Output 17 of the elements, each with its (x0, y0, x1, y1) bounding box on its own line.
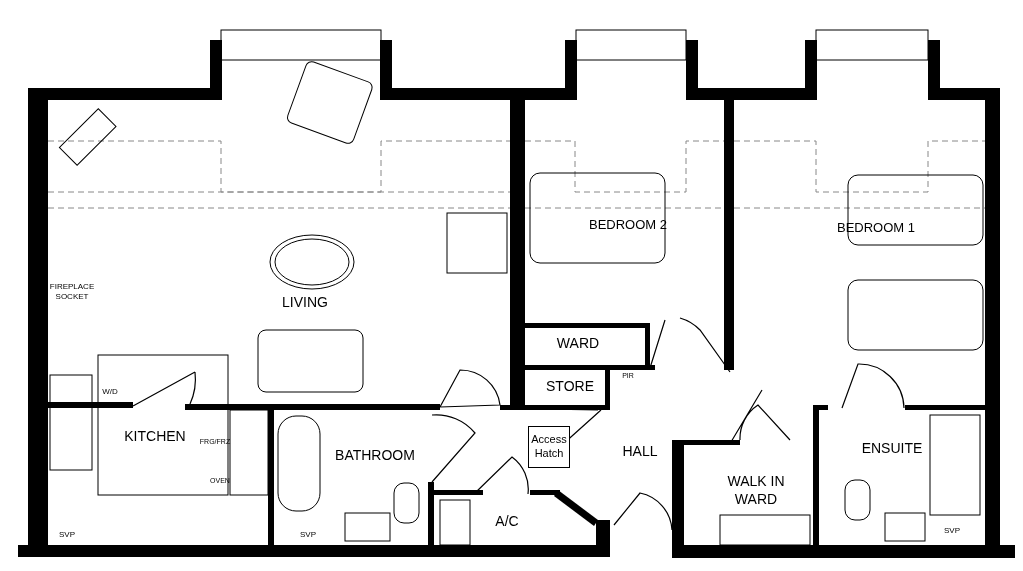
room-label: ENSUITE (860, 440, 924, 458)
room-label: BEDROOM 2 (588, 216, 668, 234)
room-label: BATHROOM (334, 447, 416, 465)
room-label: BEDROOM 1 (836, 219, 916, 237)
access-hatch-box: Access Hatch (528, 426, 570, 468)
room-label: KITCHEN (123, 428, 187, 446)
room-label: SVP (299, 530, 317, 540)
room-label: W/D (101, 387, 119, 397)
room-label: FIREPLACE SOCKET (48, 282, 96, 302)
room-label: SVP (58, 530, 76, 540)
room-label: A/C (494, 513, 520, 531)
room-label: WALK IN WARD (726, 472, 786, 508)
room-label: SVP (943, 526, 961, 536)
room-label: WARD (555, 335, 601, 353)
room-label: STORE (545, 378, 595, 396)
room-label: LIVING (281, 294, 329, 312)
room-label: HALL (621, 443, 659, 461)
